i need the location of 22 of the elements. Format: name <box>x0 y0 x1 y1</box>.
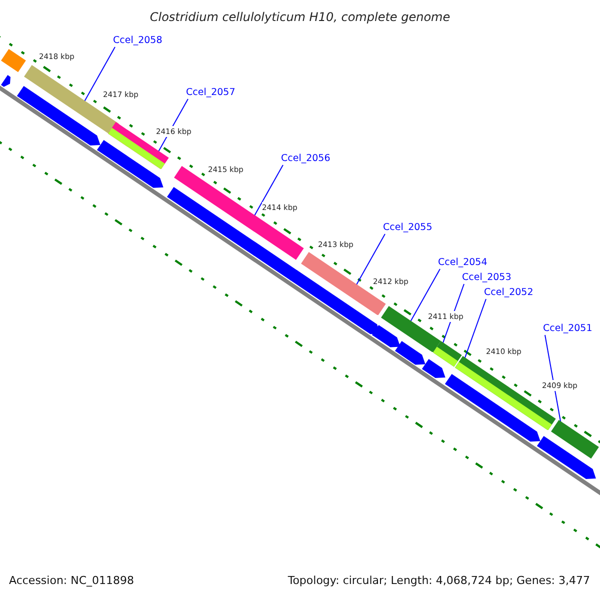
accession-label: Accession: NC_011898 <box>9 574 134 588</box>
title: Clostridium cellulolyticum H10, complete genome <box>148 10 452 24</box>
leader-line <box>410 268 440 322</box>
gene-bar <box>1 49 26 72</box>
leader-line <box>464 298 486 359</box>
gene-label: Ccel_2055 <box>383 222 432 234</box>
coding-sequence-block <box>1 75 14 89</box>
gene-label: Ccel_2053 <box>462 272 512 284</box>
gene-label: Ccel_2054 <box>438 257 488 269</box>
genome-info: Topology: circular; Length: 4,068,724 bp; Genes: 3,477 <box>288 574 590 588</box>
leader-line <box>356 234 386 286</box>
gene-bar <box>551 420 599 460</box>
gene-label: Ccel_2057 <box>186 87 236 99</box>
gene-label: Ccel_2051 <box>543 323 592 335</box>
gene-label: Ccel_2058 <box>113 35 162 47</box>
leader-line <box>84 46 116 102</box>
leader-line <box>254 164 284 217</box>
gene-label: Ccel_2056 <box>281 153 330 165</box>
gene-label: Ccel_2052 <box>484 287 534 299</box>
leader-line <box>544 334 562 424</box>
gene-bar <box>174 166 304 260</box>
gene-bar <box>433 340 462 367</box>
